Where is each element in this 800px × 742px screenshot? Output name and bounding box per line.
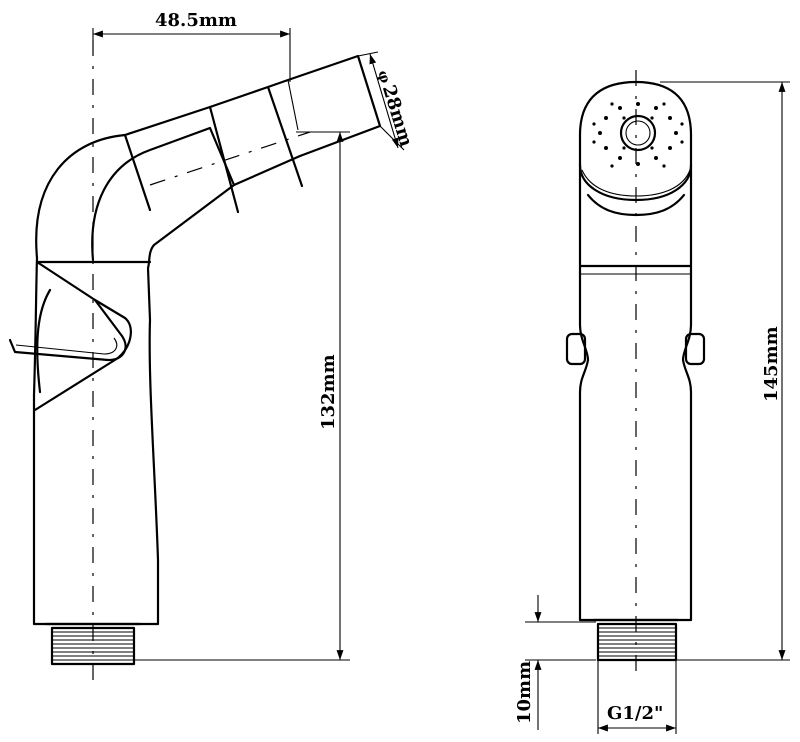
front-view-button-left bbox=[565, 332, 587, 366]
side-view-neck-inner bbox=[91, 126, 236, 262]
side-view-head-seg-2 bbox=[208, 105, 240, 214]
side-view-head-seg-1 bbox=[123, 133, 152, 212]
side-view-trigger-recess bbox=[33, 260, 132, 412]
dim-dia-line bbox=[369, 53, 399, 149]
dim-10-label: 10mm bbox=[514, 661, 535, 724]
front-view: 145mm 10mm G1/2" bbox=[514, 70, 790, 734]
front-view-thread bbox=[596, 622, 678, 662]
dim-145-label: 145mm bbox=[761, 326, 782, 402]
side-view-trigger-lever-inner bbox=[15, 337, 118, 355]
dim-dia-symbol: φ bbox=[374, 68, 393, 85]
dim-132-label: 132mm bbox=[318, 354, 339, 430]
side-view-body-outline bbox=[32, 54, 382, 626]
side-view-trigger-lever bbox=[8, 298, 127, 362]
front-view-head bbox=[578, 80, 693, 202]
side-view: 48.5mm φ 28mm 132mm bbox=[8, 10, 417, 680]
dim-g12-label: G1/2" bbox=[607, 703, 663, 724]
dim-dia-label: 28mm bbox=[378, 83, 417, 150]
front-view-spray-holes bbox=[592, 102, 684, 168]
front-view-nozzle-ring bbox=[619, 114, 657, 152]
side-view-head-ring bbox=[287, 79, 299, 131]
dim-48-label: 48.5mm bbox=[155, 10, 237, 31]
front-view-nozzle-inner bbox=[625, 120, 651, 146]
front-view-button-right bbox=[684, 332, 706, 366]
side-view-head-axis bbox=[149, 131, 311, 186]
dim-dia-ext-top bbox=[357, 51, 379, 57]
side-view-trigger-hollow bbox=[36, 288, 52, 394]
front-view-thread-pattern bbox=[598, 627, 676, 657]
side-view-head-seg-3 bbox=[266, 85, 304, 188]
